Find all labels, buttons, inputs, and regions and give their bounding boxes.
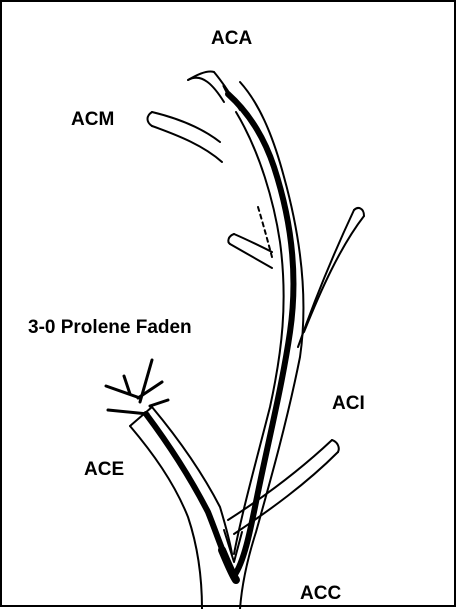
aci-branch-cap [354,208,364,216]
side-branch-bottom [230,244,272,268]
aca-branch-left [188,78,224,102]
label-aca: ACA [211,29,252,48]
side-branch-cap [228,234,234,244]
label-aci: ACI [332,394,365,413]
label-acc: ACC [300,584,341,603]
aci-branch-inner [304,216,364,332]
acm-branch-top [152,112,220,142]
suture-strand-3 [108,410,148,414]
cross-vessel-cap [332,440,339,452]
ace-outer-wall [130,426,202,609]
filament-tip [224,86,228,94]
suture-strand-4 [138,382,162,398]
label-filament: 3-0 Prolene Faden [28,318,192,337]
label-acm: ACM [71,110,114,129]
suture-strand-2 [106,386,140,398]
suture-knot [106,360,168,414]
acm-branch-cap [148,112,153,126]
label-ace: ACE [84,460,124,479]
acm-branch-bottom [152,126,222,162]
suture-strand-6 [150,400,168,406]
